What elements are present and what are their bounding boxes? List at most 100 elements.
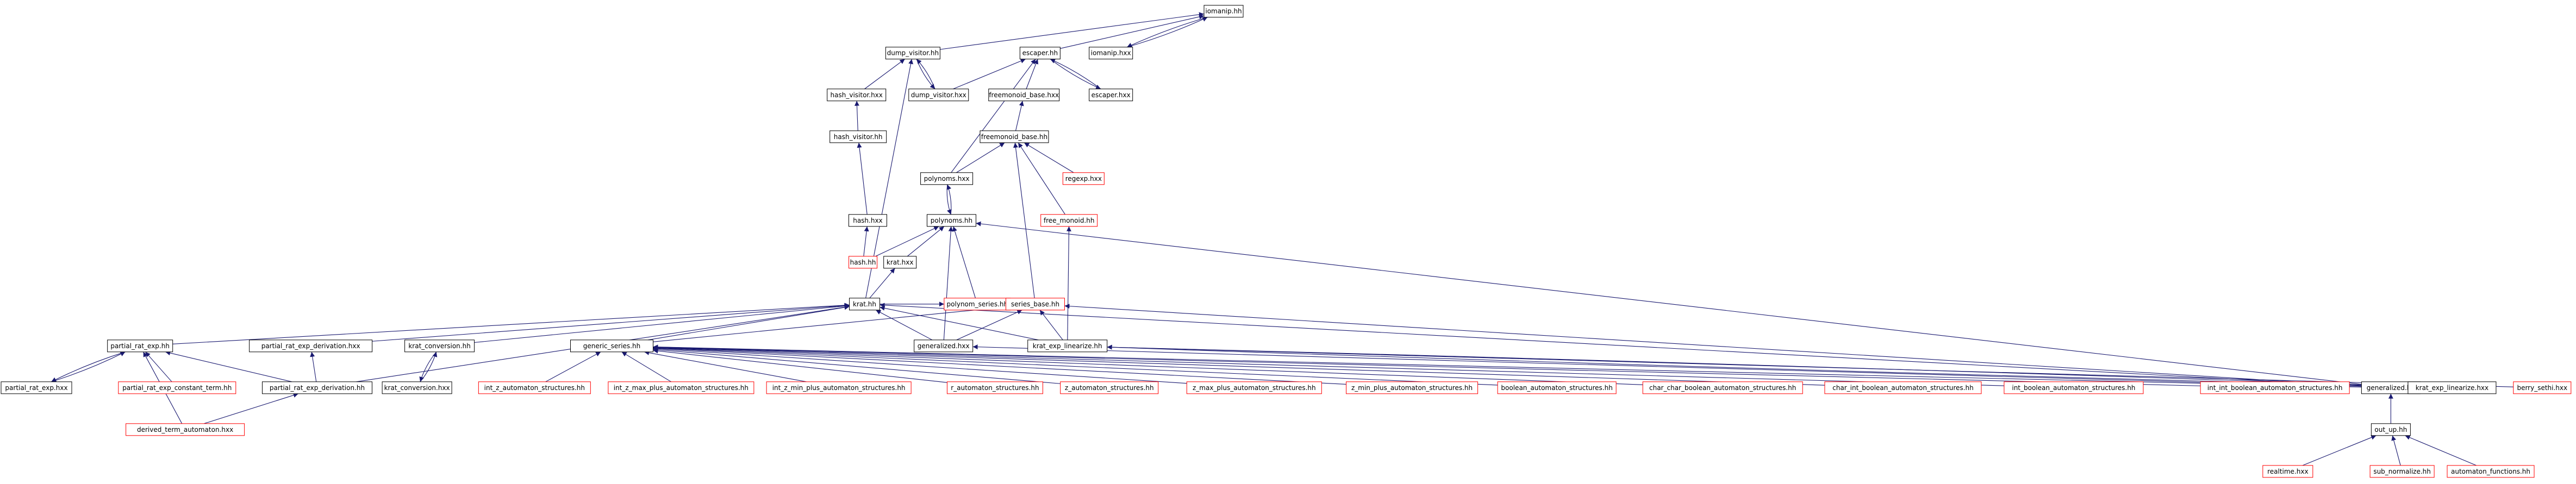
- node-krat-exp-linearize-hh[interactable]: krat_exp_linearize.hh: [1027, 340, 1108, 353]
- node-partial-rat-exp-hxx[interactable]: partial_rat_exp.hxx: [1, 381, 72, 394]
- node-box[interactable]: [1060, 381, 1159, 394]
- node-box[interactable]: [1027, 340, 1108, 353]
- node-krat-conversion-hh[interactable]: krat_conversion.hh: [404, 340, 475, 353]
- node-box[interactable]: [1019, 47, 1061, 60]
- node-regexp-hxx[interactable]: regexp.hxx: [1062, 172, 1105, 185]
- node-box[interactable]: [988, 89, 1060, 102]
- node-box[interactable]: [1186, 381, 1322, 394]
- node-freemonoid-base-hxx[interactable]: freemonoid_base.hxx: [988, 89, 1060, 102]
- node-box[interactable]: [1642, 381, 1803, 394]
- node-int-boolean-automaton-structures-hh[interactable]: int_boolean_automaton_structures.hh: [2004, 381, 2144, 394]
- node-box[interactable]: [2407, 381, 2497, 394]
- node-derived-term-automaton-hxx[interactable]: derived_term_automaton.hxx: [126, 423, 245, 436]
- node-char-int-boolean-automaton-structures-hh[interactable]: char_int_boolean_automaton_structures.hh: [1824, 381, 1982, 394]
- node-box[interactable]: [827, 89, 887, 102]
- node-box[interactable]: [2369, 465, 2435, 478]
- node-box[interactable]: [849, 256, 878, 269]
- node-box[interactable]: [608, 381, 754, 394]
- node-box[interactable]: [1089, 47, 1133, 60]
- node-hash-hxx[interactable]: hash.hxx: [848, 214, 887, 227]
- node-box[interactable]: [118, 381, 236, 394]
- node-box[interactable]: [2262, 465, 2313, 478]
- node-dump-visitor-hh[interactable]: dump_visitor.hh: [885, 47, 940, 60]
- node-box[interactable]: [946, 381, 1043, 394]
- node-partial-rat-exp-constant-term-hh[interactable]: partial_rat_exp_constant_term.hh: [118, 381, 236, 394]
- node-box[interactable]: [1203, 5, 1244, 18]
- node-box[interactable]: [926, 214, 976, 227]
- node-krat-hh[interactable]: krat.hh: [849, 298, 881, 311]
- node-box[interactable]: [2447, 465, 2535, 478]
- node-escaper-hxx[interactable]: escaper.hxx: [1089, 89, 1133, 102]
- node-box[interactable]: [249, 340, 373, 353]
- node-box[interactable]: [766, 381, 912, 394]
- node-partial-rat-exp-derivation-hxx[interactable]: partial_rat_exp_derivation.hxx: [249, 340, 373, 353]
- node-z-min-plus-automaton-structures-hh[interactable]: z_min_plus_automaton_structures.hh: [1346, 381, 1479, 394]
- node-box[interactable]: [107, 340, 173, 353]
- node-berry-sethi-hxx[interactable]: berry_sethi.hxx: [2513, 381, 2572, 394]
- node-int-z-max-plus-automaton-structures-hh[interactable]: int_z_max_plus_automaton_structures.hh: [608, 381, 754, 394]
- node-iomanip-hh[interactable]: iomanip.hh: [1203, 5, 1244, 18]
- node-hash-visitor-hxx[interactable]: hash_visitor.hxx: [827, 89, 887, 102]
- node-box[interactable]: [908, 89, 969, 102]
- node-box[interactable]: [849, 298, 881, 311]
- node-char-char-boolean-automaton-structures-hh[interactable]: char_char_boolean_automaton_structures.h…: [1642, 381, 1803, 394]
- node-box[interactable]: [382, 381, 452, 394]
- node-box[interactable]: [848, 214, 887, 227]
- node-series-base-hh[interactable]: series_base.hh: [1005, 298, 1065, 311]
- node-box[interactable]: [920, 172, 974, 185]
- node-int-z-automaton-structures-hh[interactable]: int_z_automaton_structures.hh: [478, 381, 591, 394]
- node-krat-hxx[interactable]: krat.hxx: [883, 256, 917, 269]
- node-box[interactable]: [2513, 381, 2572, 394]
- node-dump-visitor-hxx[interactable]: dump_visitor.hxx: [908, 89, 969, 102]
- node-out-up-hh[interactable]: out_up.hh: [2371, 423, 2411, 436]
- node-box[interactable]: [1040, 214, 1098, 227]
- node-boolean-automaton-structures-hh[interactable]: boolean_automaton_structures.hh: [1497, 381, 1617, 394]
- node-int-z-min-plus-automaton-structures-hh[interactable]: int_z_min_plus_automaton_structures.hh: [766, 381, 912, 394]
- node-box[interactable]: [2004, 381, 2144, 394]
- node-box[interactable]: [478, 381, 591, 394]
- node-box[interactable]: [261, 381, 372, 394]
- node-z-max-plus-automaton-structures-hh[interactable]: z_max_plus_automaton_structures.hh: [1186, 381, 1322, 394]
- node-sub-normalize-hh[interactable]: sub_normalize.hh: [2369, 465, 2435, 478]
- node-box[interactable]: [885, 47, 940, 60]
- node-polynoms-hh[interactable]: polynoms.hh: [926, 214, 976, 227]
- node-krat-conversion-hxx[interactable]: krat_conversion.hxx: [382, 381, 452, 394]
- node-automaton-functions-hh[interactable]: automaton_functions.hh: [2447, 465, 2535, 478]
- node-partial-rat-exp-derivation-hh[interactable]: partial_rat_exp_derivation.hh: [261, 381, 372, 394]
- node-box[interactable]: [2200, 381, 2350, 394]
- node-hash-visitor-hh[interactable]: hash_visitor.hh: [829, 130, 887, 143]
- node-r-automaton-structures-hh[interactable]: r_automaton_structures.hh: [946, 381, 1043, 394]
- node-hash-hh[interactable]: hash.hh: [849, 256, 878, 269]
- node-box[interactable]: [1089, 89, 1133, 102]
- node-freemonoid-base-hh[interactable]: freemonoid_base.hh: [980, 130, 1049, 143]
- node-box[interactable]: [404, 340, 475, 353]
- node-krat-exp-linearize-hxx[interactable]: krat_exp_linearize.hxx: [2407, 381, 2497, 394]
- node-generalized-hxx[interactable]: generalized.hxx: [914, 340, 974, 353]
- node-escaper-hh[interactable]: escaper.hh: [1019, 47, 1061, 60]
- node-box[interactable]: [1497, 381, 1617, 394]
- node-polynoms-hxx[interactable]: polynoms.hxx: [920, 172, 974, 185]
- node-box[interactable]: [1062, 172, 1105, 185]
- node-box[interactable]: [2371, 423, 2411, 436]
- node-box[interactable]: [980, 130, 1049, 143]
- node-partial-rat-exp-hh[interactable]: partial_rat_exp.hh: [107, 340, 173, 353]
- node-polynom-series-hh[interactable]: polynom_series.hh: [944, 298, 1011, 311]
- node-box[interactable]: [829, 130, 887, 143]
- node-z-automaton-structures-hh[interactable]: z_automaton_structures.hh: [1060, 381, 1159, 394]
- node-box[interactable]: [1346, 381, 1479, 394]
- node-int-int-boolean-automaton-structures-hh[interactable]: int_int_boolean_automaton_structures.hh: [2200, 381, 2350, 394]
- node-box[interactable]: [1824, 381, 1982, 394]
- node-generic-series-hh[interactable]: generic_series.hh: [570, 340, 654, 353]
- node-generalized-hh[interactable]: generalized.hh: [2361, 381, 2421, 394]
- node-box[interactable]: [883, 256, 917, 269]
- edge-boolean_automaton_structures_hh-to-generic_series_hh: [653, 345, 1498, 386]
- node-box[interactable]: [1005, 298, 1065, 311]
- node-realtime-hxx[interactable]: realtime.hxx: [2262, 465, 2313, 478]
- node-box[interactable]: [126, 423, 245, 436]
- node-box[interactable]: [1, 381, 72, 394]
- node-free-monoid-hh[interactable]: free_monoid.hh: [1040, 214, 1098, 227]
- node-box[interactable]: [570, 340, 654, 353]
- node-box[interactable]: [914, 340, 974, 353]
- node-iomanip-hxx[interactable]: iomanip.hxx: [1089, 47, 1133, 60]
- node-label: hash_visitor.hxx: [831, 91, 883, 99]
